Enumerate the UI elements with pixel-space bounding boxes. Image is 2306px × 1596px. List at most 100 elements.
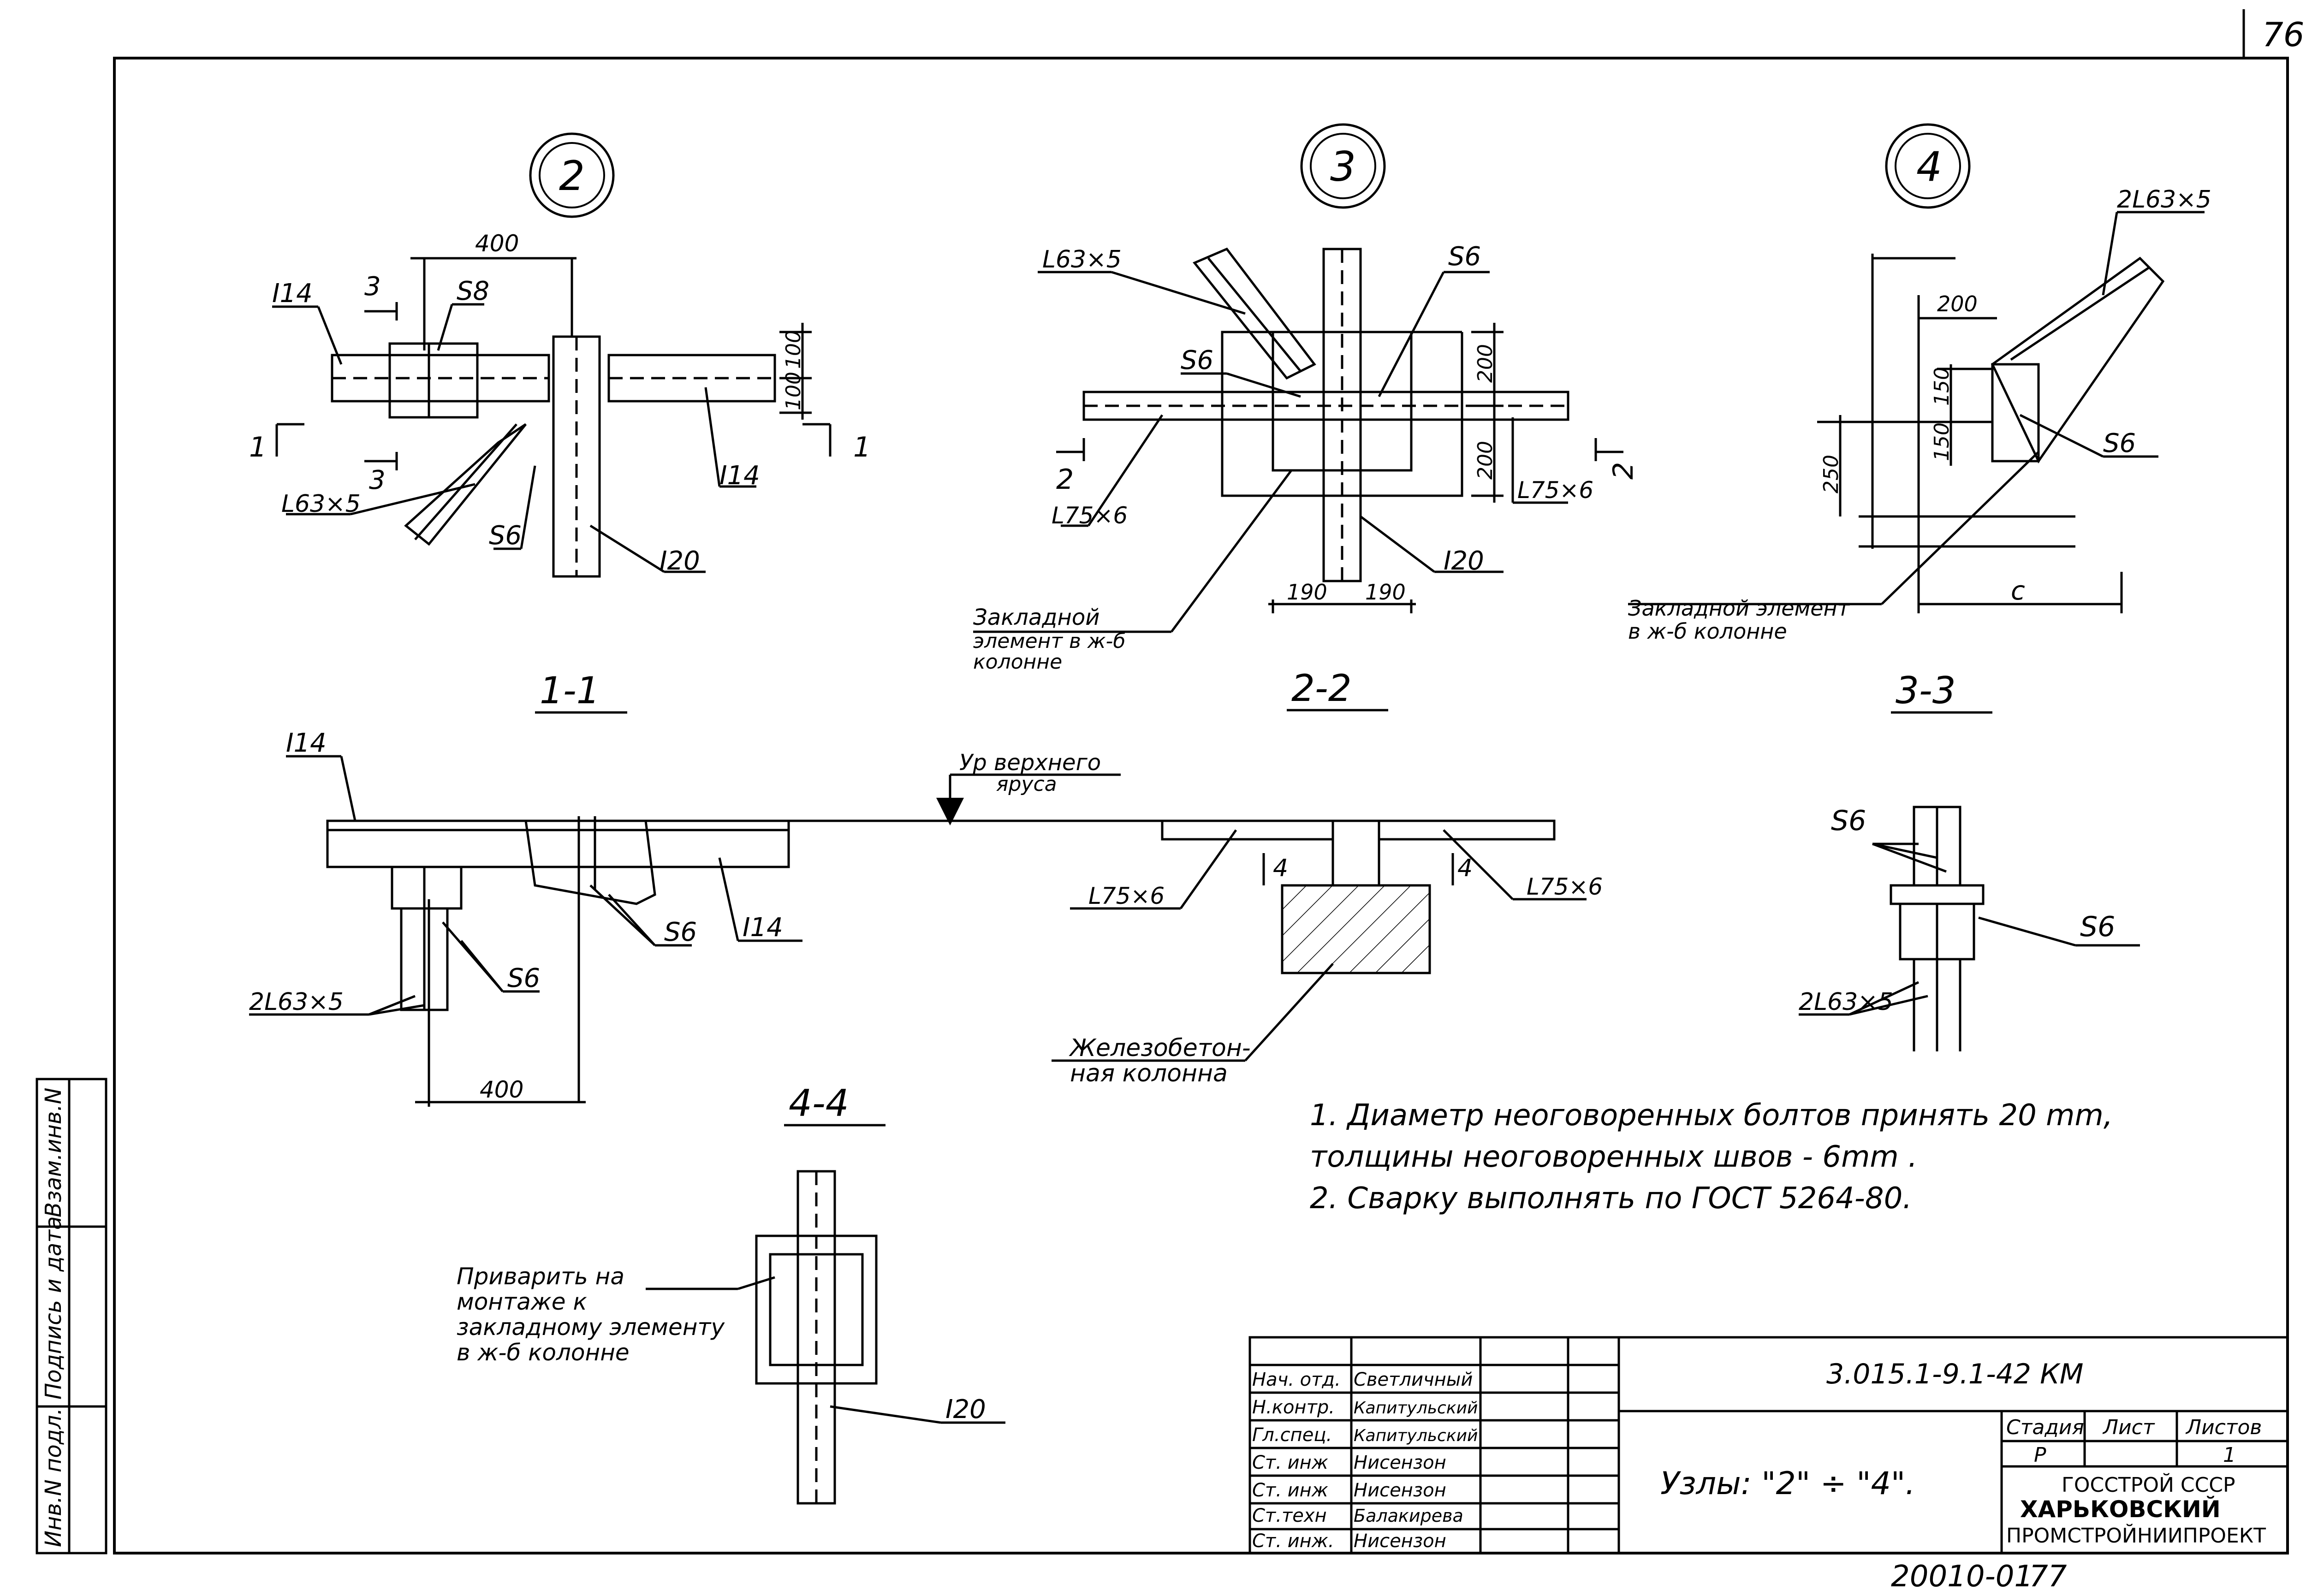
side-stamp-inv: Инв.N подл.: [41, 1408, 66, 1547]
section11-s6-left: S6: [507, 963, 540, 993]
section22-dim-4-left: 4: [1273, 854, 1288, 882]
node3-dim-190-left: 190: [1287, 580, 1327, 605]
name-3: Нисензон: [1354, 1452, 1446, 1473]
node2-dim-400: 400: [475, 230, 519, 257]
title-block: [1248, 1336, 2289, 1554]
section11-drawing: [249, 755, 1554, 1107]
drawing-title: Узлы: "2" ÷ "4".: [1660, 1465, 1915, 1502]
section33-drawing: [1799, 806, 2140, 1051]
section22-column-line1: Железобетон-: [1069, 1034, 1251, 1062]
title-block-roles: Нач. отд. Светличный Н.контр. Капитульск…: [1252, 1369, 1478, 1552]
side-stamp: [36, 1078, 107, 1554]
node2-cut-3-bottom: 3: [369, 465, 386, 495]
side-stamp-sign: Подпись и дата: [41, 1216, 66, 1400]
stage-value: Р: [2034, 1443, 2046, 1467]
node3-drawing: [973, 247, 1623, 633]
name-4: Нисензон: [1354, 1480, 1446, 1501]
section33-s6-top: S6: [1831, 805, 1866, 837]
name-1: Капитульский: [1354, 1399, 1478, 1418]
role-1: Н.контр.: [1252, 1397, 1335, 1418]
node3-s6-left: S6: [1181, 345, 1213, 375]
bottom-page: 77: [2029, 1560, 2067, 1594]
section11-level-line1: Ур верхнего: [959, 750, 1101, 776]
section44-weld-line2: монтаже к: [457, 1288, 587, 1315]
node2-cut-1-left: 1: [249, 431, 267, 463]
section11-dim-400: 400: [480, 1076, 523, 1103]
node3-dim-190-right: 190: [1365, 580, 1406, 605]
bottom-code: 20010-01: [1891, 1560, 2033, 1594]
note-line-2: толщины неоговоренных швов - 6mm .: [1310, 1140, 1917, 1174]
section-title-4-4-text: 4-4: [789, 1082, 849, 1125]
node4-note-line2: в ж-б колонне: [1628, 619, 1787, 644]
section11-i14-left: I14: [286, 728, 327, 758]
node3-note-line3: колонне: [973, 650, 1062, 674]
role-2: Гл.спец.: [1252, 1424, 1332, 1446]
node3-s6-top: S6: [1448, 242, 1481, 272]
node3-dim-200-top: 200: [1474, 344, 1497, 383]
role-4: Ст. инж: [1252, 1480, 1328, 1501]
node3-cut-2-left: 2: [1056, 463, 1074, 496]
node4-dim-200: 200: [1937, 291, 1978, 316]
node4-2l63: 2L63×5: [2117, 186, 2211, 214]
node4-s6: S6: [2103, 428, 2136, 458]
org-line2: ХАРЬКОВСКИЙ: [2020, 1495, 2221, 1523]
node4-dim-150-bottom: 150: [1930, 422, 1954, 461]
node2-cut-1-right: 1: [853, 431, 871, 463]
sheets-total: 1: [2223, 1443, 2236, 1467]
note-line-3: 2. Сварку выполнять по ГОСТ 5264-80.: [1310, 1181, 1912, 1216]
node2-l63: L63×5: [281, 490, 361, 518]
section-title-2-2: 2-2: [1287, 667, 1388, 712]
node2-cut-3-top: 3: [364, 272, 381, 302]
stage-header: Стадия: [2006, 1416, 2084, 1439]
node2-dim-100-top: 100: [782, 330, 805, 369]
sheets-header: Листов: [2185, 1416, 2262, 1439]
doc-code: 3.015.1-9.1-42 КМ: [1826, 1358, 2084, 1390]
node3-dim-200-bottom: 200: [1474, 441, 1497, 480]
node3-l75-left: L75×6: [1052, 502, 1128, 529]
node-marker-3-label: 3: [1330, 143, 1356, 190]
node2-s8: S8: [457, 276, 489, 306]
section-title-2-2-text: 2-2: [1291, 667, 1352, 710]
node3-i20: I20: [1444, 546, 1484, 576]
section11-i14-right: I14: [743, 913, 783, 943]
section44-weld-line3: закладному элементу: [457, 1314, 725, 1341]
sheet-header: Лист: [2102, 1416, 2155, 1439]
node3-cut-2-right: 2: [1607, 462, 1640, 480]
node2-i14-right: I14: [719, 461, 760, 491]
node2-s6: S6: [489, 521, 522, 551]
section-title-4-4: 4-4: [784, 1082, 886, 1127]
node3-l63: L63×5: [1042, 246, 1122, 273]
node3-note-line2: элемент в ж-б: [973, 629, 1126, 653]
org-line3: ПРОМСТРОЙНИИПРОЕКТ: [2006, 1523, 2266, 1548]
node3-l75-right: L75×6: [1517, 477, 1593, 504]
section11-2l63: 2L63×5: [249, 988, 344, 1016]
name-6: Нисензон: [1354, 1531, 1446, 1552]
org-line1: ГОССТРОЙ СССР: [2062, 1472, 2235, 1497]
node4-dim-250: 250: [1819, 455, 1843, 493]
role-0: Нач. отд.: [1252, 1369, 1341, 1390]
section33-2l63: 2L63×5: [1799, 988, 1893, 1016]
section22-l75-right: L75×6: [1527, 873, 1603, 900]
node2-i20: I20: [660, 546, 700, 576]
node2-i14-left: I14: [272, 279, 313, 309]
section-title-1-1: 1-1: [535, 669, 627, 714]
name-5: Балакирева: [1354, 1506, 1463, 1526]
page-number: 76: [2262, 15, 2305, 54]
section44-weld-line1: Приварить на: [457, 1263, 624, 1290]
general-notes: 1. Диаметр неоговоренных болтов принять …: [1310, 1098, 2113, 1216]
section44-i20: I20: [945, 1394, 986, 1424]
page-number-box: 76: [2242, 9, 2305, 58]
section22-dim-4-right: 4: [1457, 854, 1473, 882]
node2-dim-100-bottom: 100: [782, 372, 805, 410]
node4-drawing: [1628, 211, 2205, 613]
section22-l75-left: L75×6: [1088, 883, 1165, 909]
section11-level-line2: яруса: [996, 772, 1057, 796]
name-0: Светличный: [1354, 1369, 1473, 1390]
section44-weld-line4: в ж-б колонне: [457, 1339, 630, 1366]
section44-drawing: [646, 1170, 1005, 1505]
section33-s6-right: S6: [2080, 911, 2115, 943]
section22-column-line2: ная колонна: [1070, 1060, 1228, 1087]
node-marker-4-label: 4: [1916, 143, 1942, 190]
node2-drawing: [272, 257, 832, 578]
